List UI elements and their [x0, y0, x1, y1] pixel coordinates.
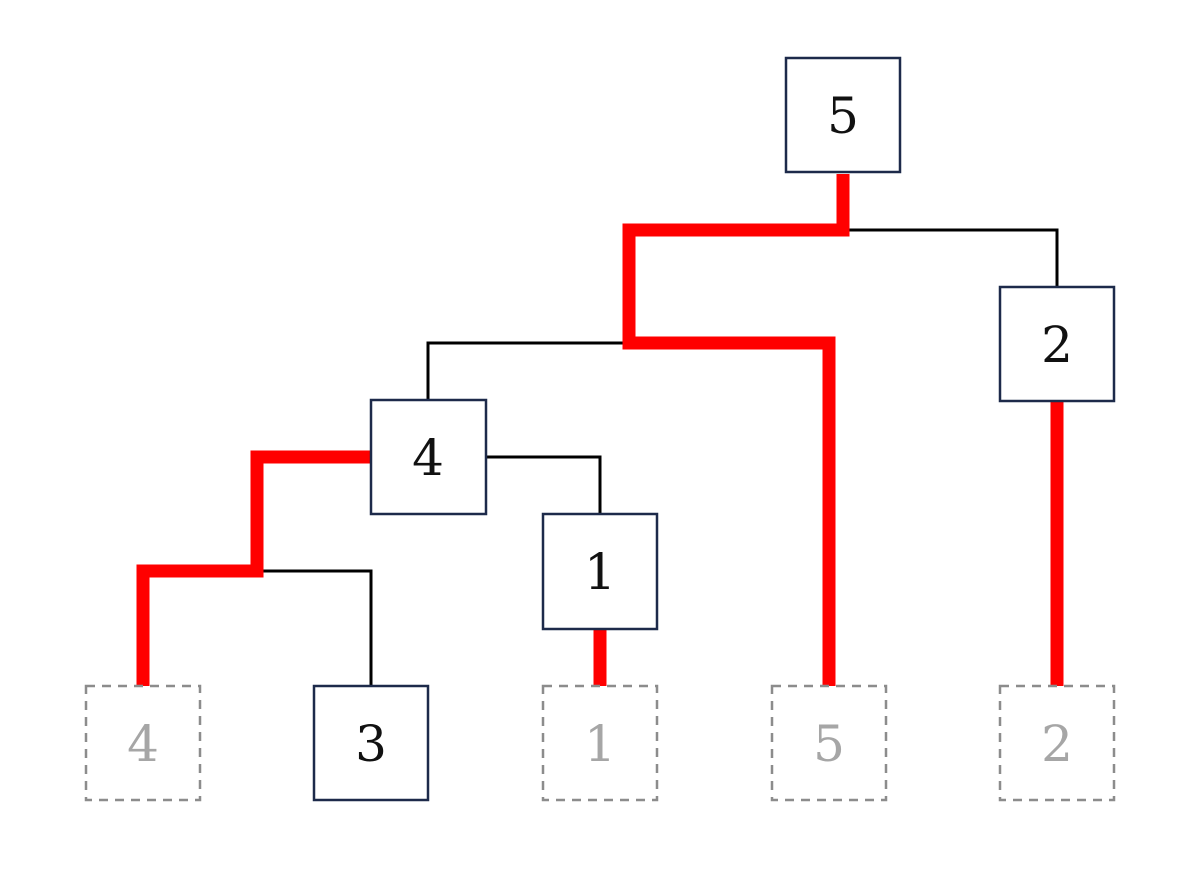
- node-inner-three: 3: [312, 684, 430, 802]
- leaf-4-label: 4: [127, 715, 159, 773]
- tree-nodes: 5 4 2 1 3: [312, 56, 1116, 802]
- node-inner-three-label: 3: [355, 715, 387, 773]
- leaf-2: 2: [998, 684, 1116, 802]
- node-left-inner: 4: [369, 398, 488, 516]
- leaf-5-label: 5: [813, 715, 845, 773]
- edge-left-inner-to-one: [486, 455, 602, 514]
- leaf-1-label: 1: [584, 715, 616, 773]
- node-root: 5: [784, 56, 902, 174]
- black-edges: [257, 228, 1059, 686]
- node-right-inner-label: 2: [1041, 316, 1073, 374]
- leaf-5: 5: [770, 684, 888, 802]
- red-paths: [136, 174, 1064, 686]
- node-right-inner: 2: [998, 285, 1116, 403]
- red-path-left-inner-to-leaf-4: [136, 450, 371, 686]
- node-root-label: 5: [827, 87, 859, 145]
- edge-split-to-left-inner: [426, 341, 629, 400]
- leaf-4: 4: [84, 684, 202, 802]
- edge-split-to-three: [257, 569, 373, 686]
- node-inner-one: 1: [541, 512, 659, 631]
- red-path-root-to-leaf-5: [622, 174, 850, 686]
- tree-leaves: 4 1 5 2: [84, 684, 1116, 802]
- leaf-2-label: 2: [1041, 715, 1073, 773]
- edge-root-to-right: [843, 228, 1059, 287]
- node-inner-one-label: 1: [584, 543, 616, 601]
- leaf-1: 1: [541, 684, 659, 802]
- node-left-inner-label: 4: [412, 429, 444, 487]
